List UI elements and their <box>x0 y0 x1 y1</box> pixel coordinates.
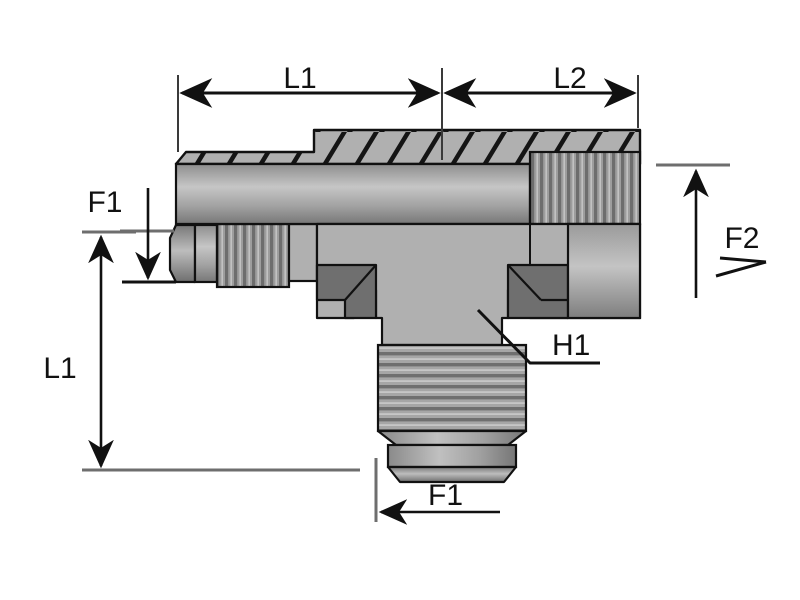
label-L1-top: L1 <box>283 62 316 95</box>
left-collar <box>287 222 319 283</box>
label-F1-left: F1 <box>87 186 122 219</box>
right-thread-port <box>528 150 642 226</box>
left-nose-collar <box>193 223 219 284</box>
left-thread-shank <box>215 222 291 289</box>
fitting-body <box>168 128 642 484</box>
horizontal-run-body <box>168 222 319 289</box>
branch-nose-shoulder <box>376 429 528 447</box>
branch-nose-collar <box>386 443 518 469</box>
branch-flare-nose <box>386 465 518 484</box>
upper-shank-face <box>174 162 532 226</box>
h1-leader-line <box>476 308 600 365</box>
dimension-L1-top: L1 <box>179 62 441 108</box>
label-L2-top: L2 <box>553 62 586 95</box>
dimension-L2-top: L2 <box>443 62 637 108</box>
f2-lower-arrow-stub2 <box>719 256 767 264</box>
label-L1-left: L1 <box>43 352 76 385</box>
label-F1-bottom: F1 <box>428 479 463 512</box>
dimension-F2-right: F2 <box>656 163 767 298</box>
dimension-L1-left: L1 <box>43 230 360 472</box>
dimension-H1-leader: H1 <box>476 308 600 365</box>
right-shoulder-block <box>566 222 642 320</box>
branch-thread-section <box>376 343 528 433</box>
label-H1: H1 <box>552 329 590 362</box>
f2-lower-arrow-stub <box>715 260 767 278</box>
left-flare-nose <box>168 223 197 284</box>
top-extension-lines <box>177 68 639 160</box>
dimension-F1-bottom: F1 <box>374 458 500 525</box>
bottom-branch <box>376 343 528 484</box>
tee-right-chamfer-line <box>507 264 542 301</box>
tee-left-chamfer-line <box>344 264 377 301</box>
label-F2-right: F2 <box>724 222 759 255</box>
